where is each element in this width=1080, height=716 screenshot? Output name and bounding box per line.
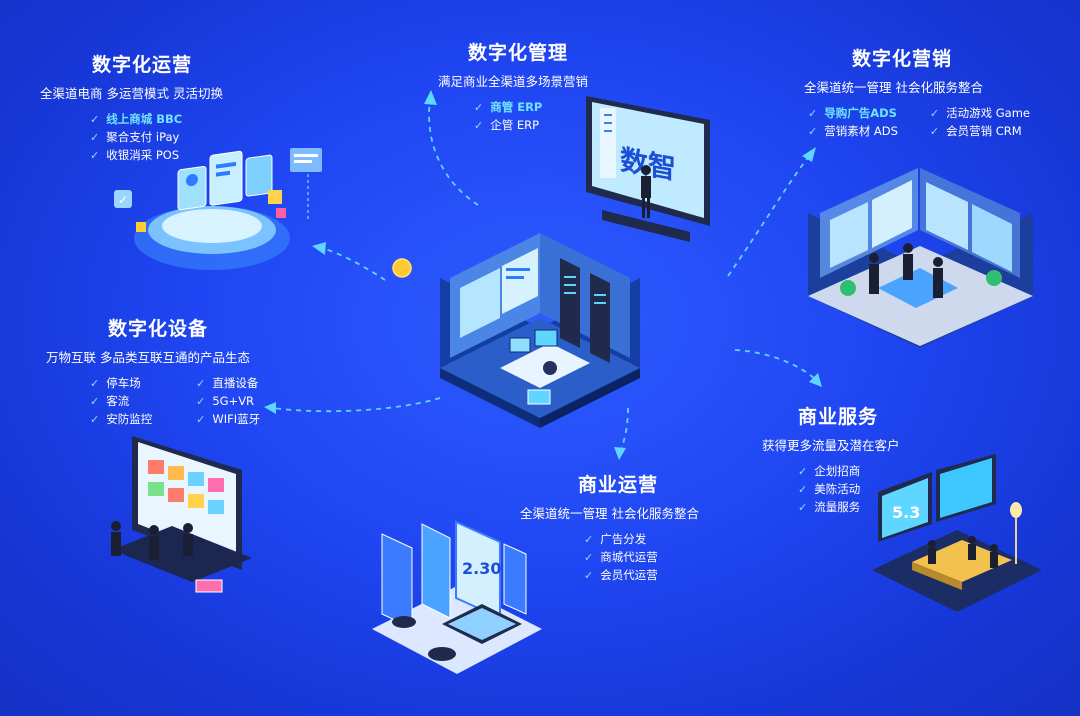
section-title: 数字化营销 [852,48,953,70]
section-title: 数字化运营 [92,54,193,76]
feature-list: ✓线上商城 BBC ✓聚合支付 iPay ✓收银消采 POS [90,110,280,164]
list-item: ✓会员营销 CRM [929,124,1022,138]
section-subtitle: 万物互联 多品类互联互通的产品生态 [46,350,250,365]
presenter-figure [641,165,651,218]
list-item: ✓5G+VR [196,394,255,408]
arrow-to-management [424,90,479,206]
check-icon: ✓ [196,376,206,390]
check-icon: ✓ [90,412,100,426]
list-item: ✓聚合支付 iPay [90,130,180,144]
monitor-illustration: 数智 [586,96,710,242]
list-item: ✓美陈活动 [798,482,861,496]
arrow-to-marketing [727,147,816,277]
list-item: ✓线上商城 BBC [90,112,183,126]
arrow-to-service [734,349,822,387]
check-icon: ✓ [90,376,100,390]
check-icon: ✓ [584,568,594,582]
section-subtitle: 全渠道统一管理 社会化服务整合 [520,506,699,521]
list-item: ✓商管 ERP [474,100,543,114]
section-title: 商业服务 [798,406,879,428]
check-icon: ✓ [474,100,484,114]
section-title: 数字化设备 [108,318,209,340]
section-subtitle: 满足商业全渠道多场景营销 [438,74,589,89]
check-icon: ✓ [196,394,206,408]
list-item: ✓导购广告ADS [808,106,897,120]
list-item: ✓直播设备 [196,376,259,390]
feature-list: ✓导购广告ADS ✓活动游戏 Game ✓营销素材 ADS ✓会员营销 CRM [808,104,1044,140]
list-item: ✓活动游戏 Game [929,106,1031,120]
devices-illustration: 2.30 [372,520,542,674]
section-business-operation: 商业运营 全渠道统一管理 社会化服务整合 ✓广告分发 ✓商城代运营 ✓会员代运营 [520,470,740,584]
marketing-room-illustration [808,168,1033,348]
list-item: ✓收银消采 POS [90,148,180,162]
staff-figures [928,536,998,568]
list-item: ✓客流 [90,394,130,408]
control-room-illustration [440,233,640,428]
check-icon: ✓ [798,482,808,496]
service-booth-illustration: 5.3 [872,454,1042,612]
check-icon: ✓ [90,148,100,162]
arrow-to-business-operation [614,407,629,460]
check-icon: ✓ [808,124,818,138]
check-icon: ✓ [90,394,100,408]
check-icon: ✓ [584,550,594,564]
list-item: ✓WIFI蓝牙 [196,412,261,426]
feature-list: ✓广告分发 ✓商城代运营 ✓会员代运营 [584,530,740,584]
list-item: ✓停车场 [90,376,141,390]
list-item: ✓企管 ERP [474,118,540,132]
arrow-to-operation [312,242,386,281]
section-digital-operation: 数字化运营 全渠道电商 多运营模式 灵活切换 ✓线上商城 BBC ✓聚合支付 i… [40,50,280,164]
feature-list: ✓企划招商 ✓美陈活动 ✓流量服务 [798,462,962,516]
operation-platform-illustration: ✓ [114,148,322,270]
check-icon: ✓ [90,112,100,126]
tablet-number: 2.30 [462,559,501,578]
list-item: ✓会员代运营 [584,568,658,582]
monitor-number: 5.3 [892,503,920,522]
list-item: ✓营销素材 ADS [808,124,898,138]
check-icon: ✓ [584,532,594,546]
shopper-figures [111,521,193,560]
coin-icon [392,258,412,278]
list-item: ✓流量服务 [798,500,861,514]
feature-list: ✓停车场 ✓直播设备 ✓客流 ✓5G+VR ✓安防监控 ✓WIFI蓝牙 [90,374,286,428]
retail-kiosk-illustration [111,436,252,593]
section-digital-device: 数字化设备 万物互联 多品类互联互通的产品生态 ✓停车场 ✓直播设备 ✓客流 ✓… [46,314,286,428]
check-icon: ✓ [798,464,808,478]
check-icon: ✓ [808,106,818,120]
section-business-service: 商业服务 获得更多流量及潜在客户 ✓企划招商 ✓美陈活动 ✓流量服务 [762,402,962,516]
list-item: ✓企划招商 [798,464,861,478]
check-icon: ✓ [798,500,808,514]
section-title: 数字化管理 [468,42,569,64]
check-icon: ✓ [929,106,940,120]
check-icon: ✓ [90,130,100,144]
section-digital-marketing: 数字化营销 全渠道统一管理 社会化服务整合 ✓导购广告ADS ✓活动游戏 Gam… [804,44,1044,140]
list-item: ✓广告分发 [584,532,647,546]
section-subtitle: 获得更多流量及潜在客户 [762,438,900,453]
section-subtitle: 全渠道统一管理 社会化服务整合 [804,80,983,95]
list-item: ✓安防监控 [90,412,153,426]
section-title: 商业运营 [578,474,659,496]
arrow-to-device [264,397,441,414]
check-icon: ✓ [196,412,206,426]
people-figures [869,243,943,298]
feature-list: ✓商管 ERP ✓企管 ERP [474,98,658,134]
check-icon: ✓ [929,124,940,138]
svg-text:✓: ✓ [118,193,128,207]
check-icon: ✓ [474,118,484,132]
list-item: ✓商城代运营 [584,550,658,564]
section-digital-management: 数字化管理 满足商业全渠道多场景营销 ✓商管 ERP ✓企管 ERP [438,38,658,134]
section-subtitle: 全渠道电商 多运营模式 灵活切换 [40,86,223,101]
